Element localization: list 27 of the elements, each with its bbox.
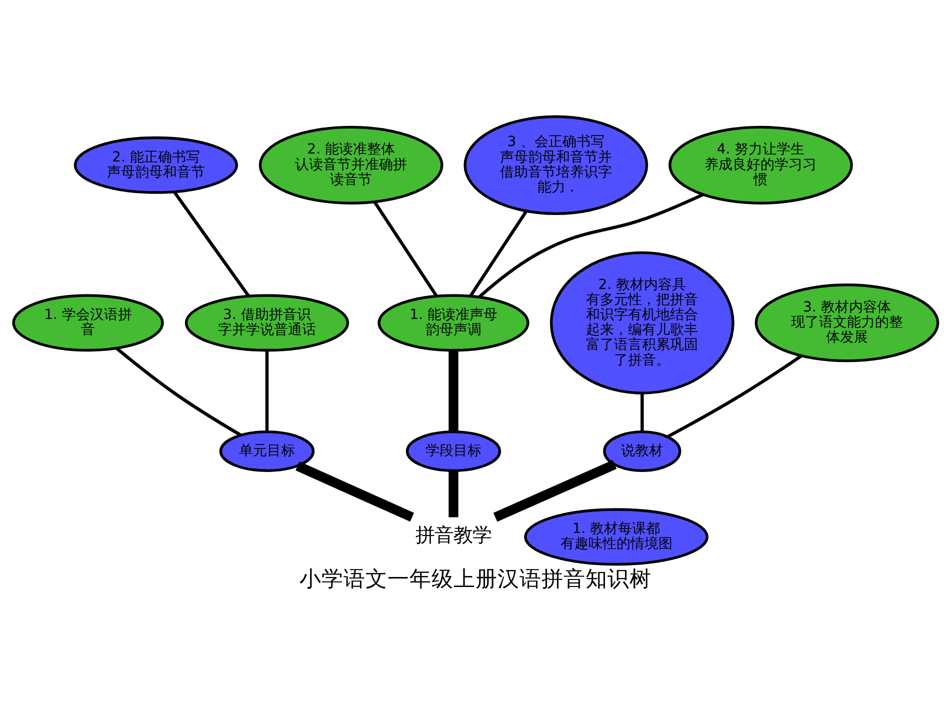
node-ellipse: 说教材 xyxy=(602,430,681,472)
connector xyxy=(448,470,458,518)
connector xyxy=(295,462,414,522)
node-ellipse: 1. 教材每课都有趣味性的情境图 xyxy=(524,508,708,566)
connector xyxy=(478,193,703,298)
connector xyxy=(492,460,616,522)
node-ellipse: 2. 能读准整体认读音节并准确拼读音节 xyxy=(258,126,443,204)
connector xyxy=(448,350,458,432)
node-ellipse: 1. 学会汉语拼音 xyxy=(12,294,164,352)
connector xyxy=(468,210,527,297)
caption: 小学语文一年级上册汉语拼音知识树 xyxy=(299,566,651,592)
node-ellipse: 3. 借助拼音识字并学说普通话 xyxy=(184,294,349,352)
node-ellipse: 3. 教材内容体现了语文能力的整体发展 xyxy=(754,284,939,362)
connector xyxy=(372,201,438,297)
node-ellipse: 单元目标 xyxy=(218,430,314,472)
connector xyxy=(640,393,644,432)
node-ellipse: 1. 能读准声母韵母声调 xyxy=(377,294,529,352)
node-ellipse: 2. 教材内容具有多元性，把拼音和识字有机地结合起来，编有儿歌丰富了语言积累巩固了拼音。 xyxy=(549,251,734,394)
connector xyxy=(264,350,268,432)
node-ellipse: 3 、会正确书写声母韵母和音节并借助音节培养识字能力 . xyxy=(463,115,648,215)
node-ellipse: 2. 能正确书写声母韵母和音节 xyxy=(73,136,238,194)
connector xyxy=(115,347,241,436)
node-ellipse: 学段目标 xyxy=(405,430,501,472)
connector xyxy=(172,191,250,298)
connector xyxy=(666,354,802,438)
node-ellipse: 4. 努力让学生养成良好的学习习惯 xyxy=(668,126,852,204)
node-text: 拼音教学 xyxy=(414,524,491,547)
